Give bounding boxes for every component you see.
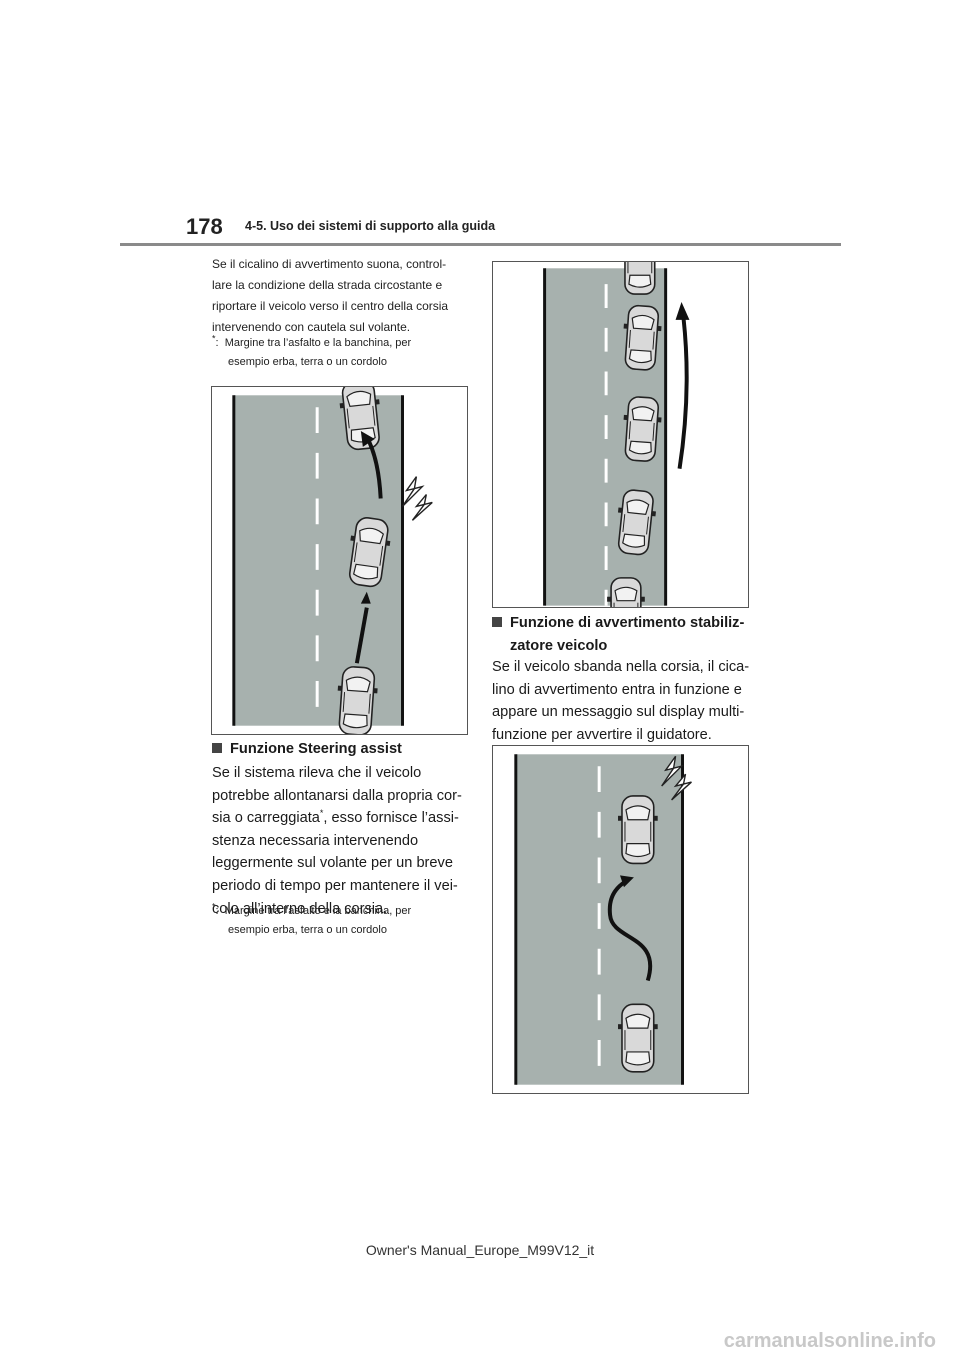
text-segment: , esso fornisce l’assi- <box>323 810 459 827</box>
footnote-mark: * <box>212 901 216 912</box>
intro-line: riportare il veicolo verso il centro del… <box>212 299 449 313</box>
footer-text: Owner's Manual_Europe_M99V12_it <box>365 1242 595 1258</box>
text-segment: sia o carreggiata <box>212 810 320 827</box>
text-line: colo all’interno della corsia. <box>212 900 388 917</box>
footnote-text: Margine tra l’asfalto e la banchina, per <box>224 905 412 917</box>
stabilizer-text: Se il veicolo sbanda nella corsia, il ci… <box>492 656 762 746</box>
stabilizer-title-line: Funzione di avvertimento stabiliz- <box>510 615 745 631</box>
text-line: periodo di tempo per mantenere il vei- <box>212 877 458 894</box>
intro-line: intervenendo con cautela sul volante. <box>212 320 411 334</box>
lane-departure-diagram <box>543 262 690 607</box>
car-icon <box>620 262 660 295</box>
sound-warning-icon <box>401 475 433 522</box>
stabilizer-title-line: zatore veicolo <box>510 637 608 654</box>
footnote-colon: : <box>215 905 219 917</box>
intro-line: Se il cicalino di avvertimento suona, co… <box>212 257 447 271</box>
text-line: funzione per avvertire il guidatore. <box>492 726 712 743</box>
text-line: Se il veicolo sbanda nella corsia, il ci… <box>492 659 750 675</box>
stabilizer-heading: Funzione di avvertimento stabiliz- zator… <box>492 612 754 657</box>
footnote: *: Margine tra l’asfalto e la banchina, … <box>212 334 472 372</box>
text-line: lino di avvertimento entra in funzione e <box>492 681 742 698</box>
section-bullet <box>212 743 222 753</box>
steering-assist-heading: Funzione Steering assist <box>212 738 402 761</box>
intro-paragraph: Se il cicalino di avvertimento suona, co… <box>212 254 472 338</box>
lane-departure-diagram <box>514 754 693 1085</box>
lane-departure-warning-figure <box>211 386 468 735</box>
text-line: leggermente sul volante per un breve <box>212 855 453 872</box>
steering-arrow-icon <box>677 317 689 470</box>
text-line: stenza necessaria intervenendo <box>212 832 419 849</box>
page-number: 178 <box>186 214 223 239</box>
stabilizer-warning-figure <box>492 745 749 1094</box>
footnote-ref: * <box>319 808 324 819</box>
section-bullet <box>492 617 502 627</box>
footnote-colon: : <box>215 337 219 349</box>
text-line: sia o carreggiata*, esso fornisce l’assi… <box>212 807 482 830</box>
text-line: Se il sistema rileva che il veicolo <box>212 765 422 781</box>
steering-assist-figure <box>492 261 749 608</box>
header-divider <box>120 243 841 246</box>
intro-line: lare la condizione della strada circosta… <box>212 278 443 292</box>
car-icon <box>617 1003 659 1073</box>
steering-assist-title: Funzione Steering assist <box>230 741 402 757</box>
car-icon <box>617 795 659 865</box>
text-line: potrebbe allontanarsi dalla propria cor- <box>212 787 462 804</box>
car-icon <box>606 577 646 607</box>
section-title: 4-5. Uso dei sistemi di supporto alla gu… <box>245 219 496 233</box>
footnote-text: esempio erba, terra o un cordolo <box>228 356 387 368</box>
footnote-text: esempio erba, terra o un cordolo <box>228 924 387 936</box>
footnote: *: Margine tra l’asfalto e la banchina, … <box>212 902 472 940</box>
watermark: carmanualsonline.info <box>723 1330 936 1352</box>
footnote-mark: * <box>212 333 216 344</box>
footnote-text: Margine tra l’asfalto e la banchina, per <box>224 337 412 349</box>
lane-departure-diagram <box>232 387 433 734</box>
steering-arrow-icon <box>607 879 652 982</box>
text-line: appare un messaggio sul display multi- <box>492 704 745 721</box>
steering-assist-text: Se il sistema rileva che il veicolo potr… <box>212 762 482 920</box>
